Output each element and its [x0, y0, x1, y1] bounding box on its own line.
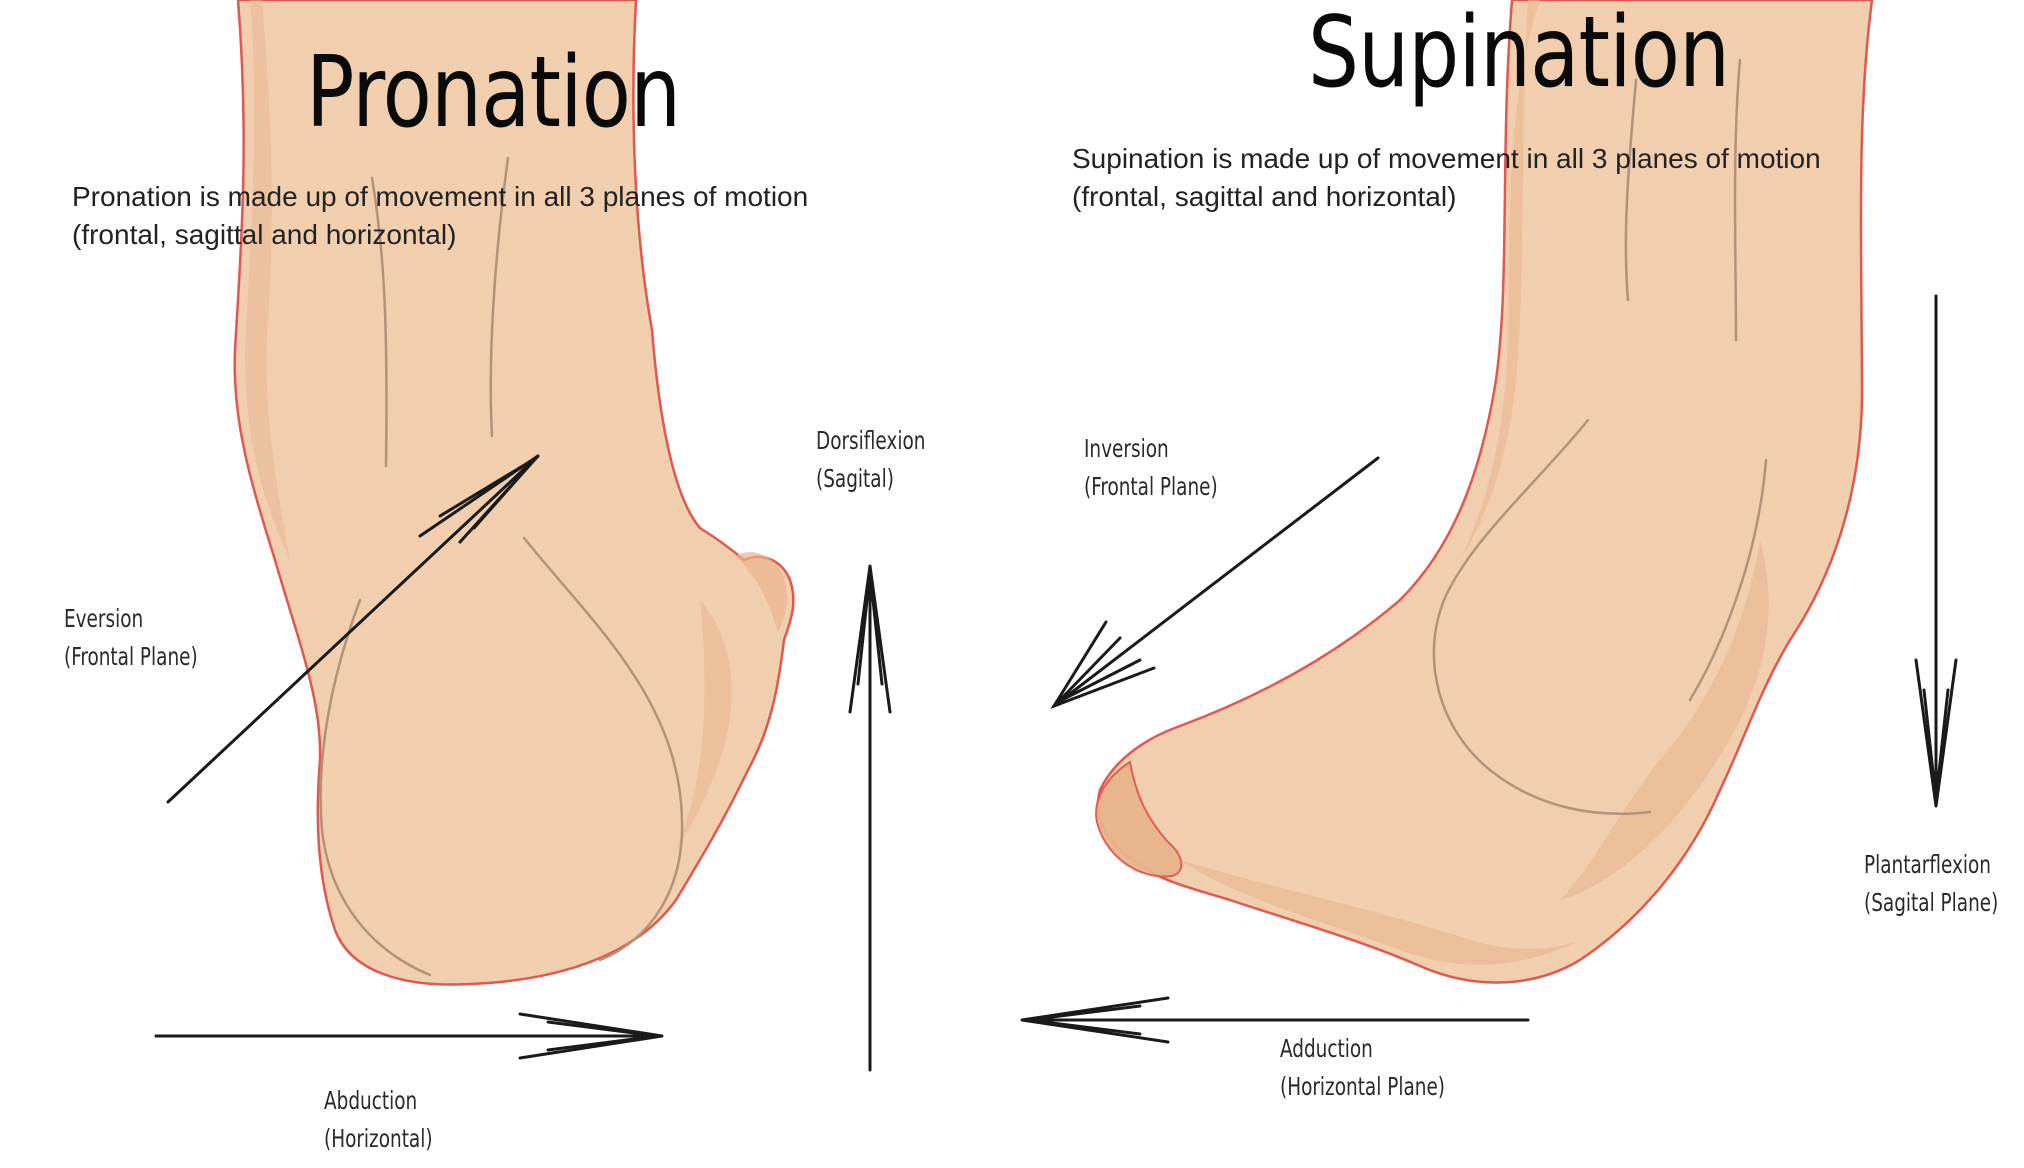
inversion-label: Inversion (Frontal Plane): [1084, 430, 1218, 506]
eversion-label: Eversion (Frontal Plane): [64, 600, 198, 676]
plantarflexion-label-line-2: (Sagital Plane): [1864, 888, 1999, 917]
supination-toe: [1095, 760, 1183, 878]
dorsiflexion-label-line-1: Dorsiflexion: [816, 426, 926, 455]
supination-leg-shadow: [1460, 0, 1540, 560]
eversion-arrow: [166, 454, 540, 804]
inversion-label-line-1: Inversion: [1084, 434, 1169, 463]
supination-description-line-1: Supination is made up of movement in all…: [1072, 143, 1821, 174]
pronation-foot: [233, 0, 795, 986]
plantarflexion-label: Plantarflexion (Sagital Plane): [1864, 846, 1998, 922]
dorsiflexion-label-line-2: (Sagital): [816, 464, 894, 493]
pronation-description-line-2: (frontal, sagittal and horizontal): [72, 219, 457, 250]
pronation-heel-shadow: [676, 600, 732, 850]
adduction-arrow: [1020, 996, 1530, 1044]
abduction-label-line-1: Abduction: [324, 1086, 418, 1115]
pronation-toe-tip: [736, 552, 787, 632]
dorsiflexion-arrow: [848, 564, 892, 1072]
pronation-ankle-shadow: [245, 0, 290, 560]
supination-description-line-2: (frontal, sagittal and horizontal): [1072, 181, 1457, 212]
dorsiflexion-label: Dorsiflexion (Sagital): [816, 422, 925, 498]
pronation-foot-skin: [233, 0, 795, 986]
abduction-label: Abduction (Horizontal): [324, 1082, 433, 1158]
pronation-title: Pronation: [306, 36, 681, 150]
adduction-label-line-2: (Horizontal Plane): [1280, 1072, 1446, 1101]
supination-sole-shadow: [1180, 860, 1580, 965]
abduction-label-line-2: (Horizontal): [324, 1124, 433, 1153]
supination-description: Supination is made up of movement in all…: [1072, 140, 1821, 216]
eversion-label-line-2: (Frontal Plane): [64, 642, 198, 671]
supination-heel-shadow: [1560, 540, 1769, 900]
inversion-arrow: [1050, 456, 1380, 709]
supination-tendon-crease: [1624, 78, 1638, 302]
plantarflexion-label-line-1: Plantarflexion: [1864, 850, 1991, 879]
adduction-label-line-1: Adduction: [1280, 1034, 1373, 1063]
supination-title: Supination: [1308, 0, 1730, 110]
supination-heel-crease: [1688, 458, 1768, 702]
eversion-label-line-1: Eversion: [64, 604, 144, 633]
plantarflexion-arrow: [1914, 294, 1958, 808]
supination-foot: [1095, 0, 1874, 984]
adduction-label: Adduction (Horizontal Plane): [1280, 1030, 1445, 1106]
inversion-label-line-2: (Frontal Plane): [1084, 472, 1218, 501]
pronation-sole-crease: [319, 598, 432, 977]
abduction-arrow: [154, 1012, 664, 1060]
supination-tendon-crease-2: [1733, 58, 1742, 342]
pronation-description: Pronation is made up of movement in all …: [72, 178, 808, 254]
pronation-tendon-crease-2: [489, 156, 510, 438]
pronation-heel-crease: [522, 536, 684, 962]
pronation-tendon-crease: [370, 176, 388, 468]
pronation-description-line-1: Pronation is made up of movement in all …: [72, 181, 809, 212]
supination-ankle-crease: [1432, 418, 1652, 816]
